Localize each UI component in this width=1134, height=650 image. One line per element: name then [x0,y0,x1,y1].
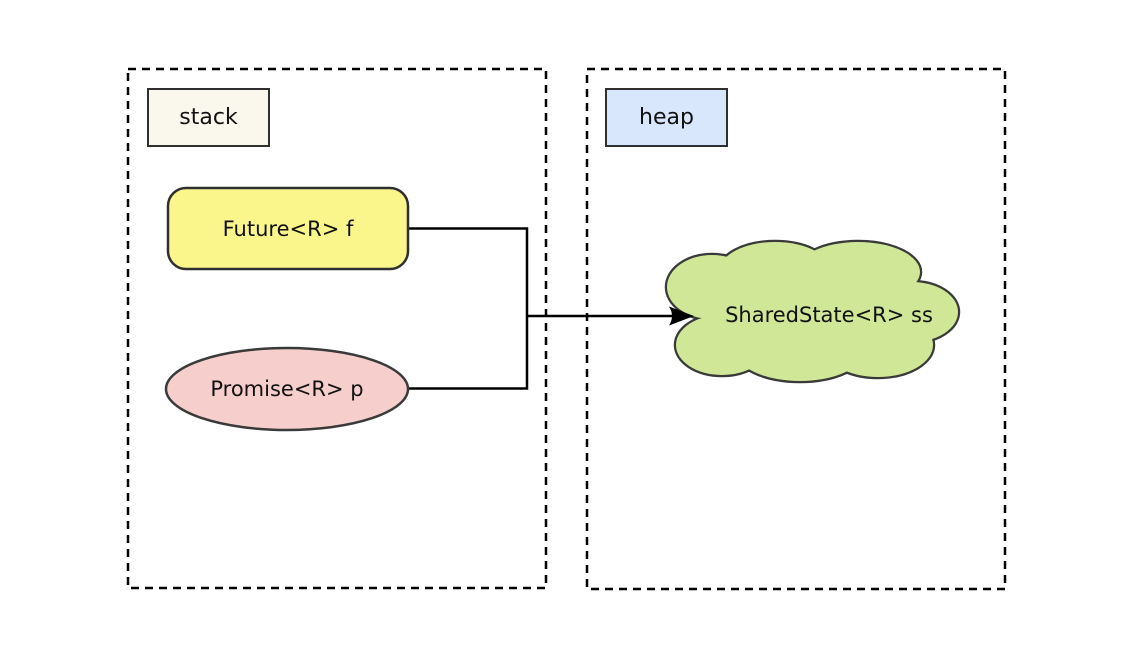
heap-region-label: heap [605,88,728,147]
stack-region-frame [126,67,548,590]
arrowhead-icon [669,306,694,326]
edges-group [407,227,678,390]
heap-label-text: heap [639,105,694,130]
heap-region-frame [585,67,1007,591]
future-promise-elbow-edge [407,227,529,390]
stack-label-text: stack [179,105,238,130]
shared-state-cloud-node [667,242,958,381]
stack-region-label: stack [147,88,270,147]
promise-node [164,346,410,432]
future-node [166,186,410,271]
cloud-fill [667,242,958,381]
